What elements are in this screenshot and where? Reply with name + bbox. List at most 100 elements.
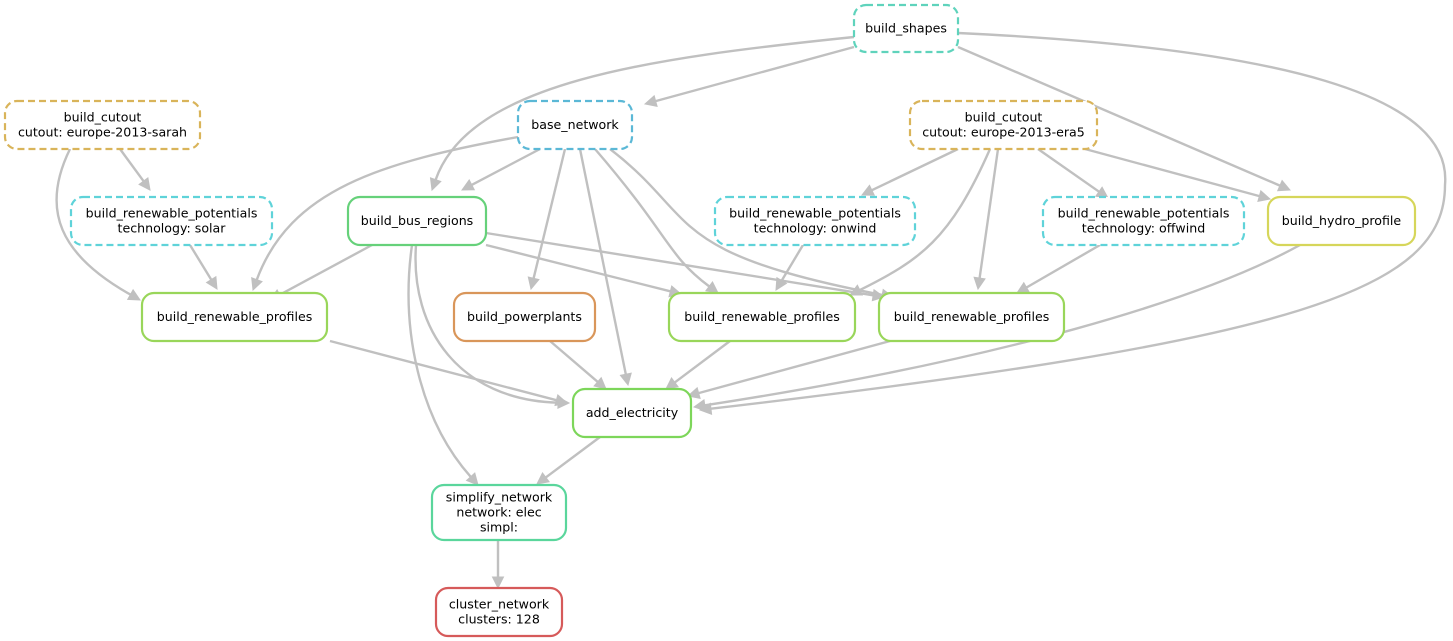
edge-line (698, 339, 891, 395)
edge-build_cutout_era5-to-brprof_3 (973, 148, 1000, 291)
node-brprof-2[interactable]: build_renewable_profiles (667, 291, 857, 343)
edge-line (119, 148, 145, 182)
edge-simplify_network-to-cluster_network (491, 540, 505, 590)
edge-line (704, 243, 1301, 407)
edge-build_shapes-to-base_network (643, 45, 855, 108)
arrowhead-icon (429, 177, 442, 192)
node-box (877, 291, 1066, 343)
arrowhead-icon (973, 276, 986, 291)
edge-build_shapes-to-build_hydro_profile (957, 45, 1292, 192)
edge-brprof_1-to-add_electricity (329, 339, 569, 407)
node-label: simpl: (480, 520, 518, 535)
node-label: technology: solar (118, 221, 227, 236)
node-label: build_powerplants (467, 309, 582, 324)
node-label: build_renewable_profiles (157, 309, 313, 324)
edge-line (609, 148, 883, 297)
node-base-network[interactable]: base_network (516, 99, 634, 151)
edge-base_network-to-build_powerplants (527, 148, 567, 291)
edge-build_powerplants-to-add_electricity (549, 340, 607, 390)
node-label: build_renewable_potentials (729, 206, 901, 221)
arrowhead-icon (205, 275, 218, 290)
edge-brp_solar-to-brprof_1 (188, 244, 218, 290)
node-label: add_electricity (586, 405, 679, 420)
arrowhead-icon (491, 576, 505, 590)
node-box (69, 195, 274, 247)
edge-line (1084, 147, 1260, 198)
arrowhead-icon (126, 288, 141, 301)
edge-line (485, 243, 671, 293)
edge-line (545, 436, 601, 479)
node-label: build_renewable_profiles (684, 309, 840, 324)
arrowhead-icon (138, 177, 151, 191)
edge-build_hydro_profile-to-add_electricity (692, 243, 1301, 412)
arrowhead-icon (536, 472, 550, 485)
edge-build_bus_regions-to-brprof_3 (485, 231, 886, 302)
edge-base_network-to-build_bus_regions (461, 147, 541, 191)
arrowhead-icon (619, 372, 632, 387)
node-build-powerplants[interactable]: build_powerplants (452, 291, 597, 343)
arrowhead-icon (1257, 189, 1272, 203)
node-label: technology: onwind (754, 221, 877, 236)
node-build-hydro-profile[interactable]: build_hydro_profile (1266, 195, 1417, 247)
node-label: network: elec (456, 505, 541, 520)
edge-add_electricity-to-simplify_network (536, 436, 601, 485)
edge-build_cutout_era5-to-brp_offwind (1037, 148, 1109, 199)
node-add-electricity[interactable]: add_electricity (571, 387, 693, 439)
arrowhead-icon (1276, 179, 1292, 192)
edge-line (674, 340, 731, 384)
node-brprof-1[interactable]: build_renewable_profiles (140, 291, 329, 343)
node-label: build_renewable_potentials (86, 206, 258, 221)
edge-build_cutout_sarah-to-brprof_1 (55, 148, 141, 301)
node-label: build_renewable_profiles (894, 309, 1050, 324)
edge-build_bus_regions-to-brprof_1 (269, 243, 373, 301)
edge-build_cutout_sarah-to-brp_solar (119, 148, 151, 191)
edge-line (859, 148, 992, 292)
node-label: simplify_network (446, 490, 553, 505)
edge-build_cutout_era5-to-brp_onwind (860, 147, 959, 196)
edge-line (255, 135, 519, 281)
edges-layer (55, 31, 1447, 590)
node-box (667, 291, 857, 343)
arrowhead-icon (692, 399, 707, 412)
edge-line (471, 147, 541, 186)
edge-line (485, 231, 874, 297)
node-box (571, 387, 693, 439)
node-box (852, 3, 960, 54)
edge-line (655, 45, 855, 103)
node-box (452, 291, 597, 343)
node-label: build_bus_regions (361, 213, 474, 228)
node-label: build_hydro_profile (1282, 213, 1402, 228)
edge-line (414, 244, 559, 404)
node-label: cluster_network (449, 597, 550, 612)
node-label: build_cutout (965, 110, 1043, 125)
node-build-bus-regions[interactable]: build_bus_regions (346, 195, 488, 247)
node-box (3, 99, 202, 151)
edge-line (188, 244, 213, 281)
edge-line (55, 148, 131, 296)
node-build-shapes[interactable]: build_shapes (852, 3, 960, 54)
node-label: technology: offwind (1082, 221, 1205, 236)
node-box (516, 99, 634, 151)
node-brprof-3[interactable]: build_renewable_profiles (877, 291, 1066, 343)
arrowhead-icon (461, 179, 476, 191)
edge-line (578, 148, 627, 375)
edge-line (549, 340, 599, 383)
edge-build_shapes-to-build_bus_regions (429, 35, 855, 192)
node-box (140, 291, 329, 343)
arrowhead-icon (871, 288, 886, 302)
edge-base_network-to-brprof_1 (251, 135, 519, 292)
node-label: build_cutout (64, 110, 142, 125)
node-box (1041, 195, 1246, 247)
arrowhead-icon (251, 277, 263, 292)
node-label: build_shapes (865, 21, 947, 36)
edge-line (871, 147, 959, 192)
